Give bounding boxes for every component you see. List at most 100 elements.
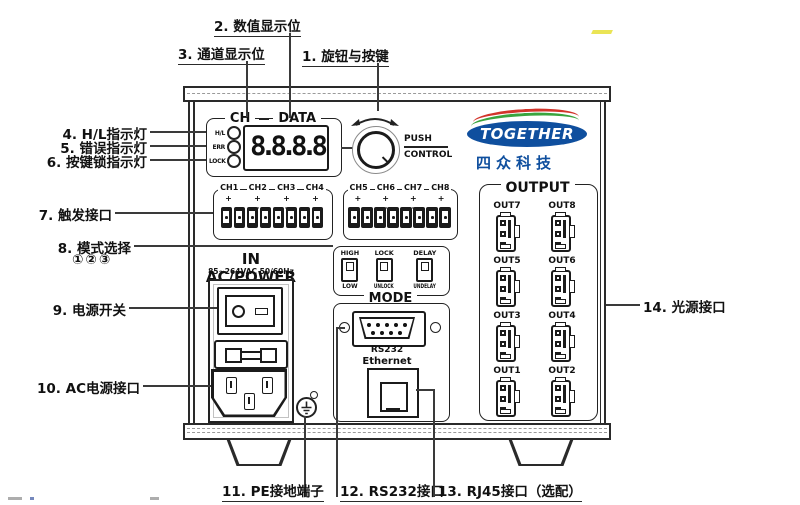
data-label: DATA [273, 111, 322, 126]
panel-right-inner-line [599, 102, 601, 423]
leader-7 [115, 212, 213, 214]
mode-switches: HIGH LOW LOCK UNLOCK DELAY UNDELAY [335, 249, 446, 290]
ac-inlet[interactable] [211, 369, 287, 417]
bottom-bar-dash-2 [187, 432, 607, 433]
port-out5[interactable]: OUT5 [485, 256, 529, 307]
out8-label: OUT8 [548, 201, 576, 211]
ground-symbol-icon [301, 401, 312, 415]
out7-label: OUT7 [493, 201, 521, 211]
rocker-switch-1[interactable] [341, 258, 359, 282]
callout-4: 4. H/L指示灯 [62, 127, 147, 143]
lock-led-label: LOCK [209, 157, 226, 165]
fuse-holder[interactable] [214, 340, 288, 369]
power-module-inner-line [213, 284, 289, 418]
company-name: 四众科技 [476, 154, 557, 172]
hl-led-icon [227, 126, 241, 140]
mode-switch-high-low[interactable]: HIGH LOW [341, 249, 360, 290]
port-out4[interactable]: OUT4 [540, 311, 584, 362]
callout-11: 11. PE接地端子 [222, 480, 324, 502]
logo-oval: TOGETHER [467, 121, 587, 147]
cropped-caption-artifact [150, 497, 159, 500]
trigger-block-2-terminals[interactable] [345, 207, 454, 228]
out5-label: OUT5 [493, 256, 521, 266]
rs232-connector[interactable] [352, 311, 426, 347]
fuse-middle [240, 351, 262, 360]
port-out6[interactable]: OUT6 [540, 256, 584, 307]
err-led-label: ERR [212, 143, 226, 151]
fuse-cap-left [225, 348, 242, 363]
panel-left-inner-line [193, 102, 195, 423]
leader-12-horizontal [337, 327, 345, 329]
cropped-caption-artifact [30, 497, 34, 500]
out2-label: OUT2 [548, 366, 576, 376]
out7-connector-icon [495, 212, 520, 252]
inlet-pin-right [262, 377, 273, 394]
port-out1[interactable]: OUT1 [485, 366, 529, 417]
undelay-label: UNDELAY [413, 283, 437, 290]
leader-12 [336, 327, 338, 497]
leader-13 [433, 389, 435, 497]
rocker-switch-2[interactable] [375, 258, 393, 282]
port-out7[interactable]: OUT7 [485, 201, 529, 252]
err-led-icon [227, 140, 241, 154]
callout-14: 14. 光源接口 [643, 300, 726, 316]
rotate-arrow-icon [351, 118, 399, 126]
inlet-pin-earth [244, 393, 255, 410]
hl-led-label: H/L [214, 129, 225, 137]
port-out8[interactable]: OUT8 [540, 201, 584, 252]
power-switch[interactable] [217, 287, 283, 335]
ch5-label: CH5 [347, 183, 370, 192]
ch6-label: CH6 [374, 183, 397, 192]
leader-4 [150, 131, 206, 133]
port-out3[interactable]: OUT3 [485, 311, 529, 362]
mode-label: MODE [363, 291, 418, 306]
callout-9: 9. 电源开关 [52, 303, 126, 319]
control-label: CONTROL [404, 149, 453, 160]
low-label: LOW [342, 283, 358, 290]
callout-8-sub: ①②③ [72, 252, 113, 268]
display-group-title: CH DATA [206, 111, 340, 126]
callout-10: 10. AC电源接口 [37, 381, 140, 397]
top-bar-dash [187, 93, 607, 94]
leader-8 [134, 245, 333, 247]
lock-label: LOCK [374, 249, 394, 257]
knob-face [356, 130, 395, 169]
leader-3 [246, 61, 248, 117]
leader-14 [606, 304, 640, 306]
bottom-bar-dash-1 [187, 428, 607, 429]
rs232-label: RS232 [370, 345, 404, 355]
display-knob-connector-line [341, 147, 353, 149]
ch8-label: CH8 [429, 183, 452, 192]
power-off-symbol [232, 304, 245, 318]
leader-2 [289, 33, 291, 118]
power-subtitle: 85~264VAC 50/60Hz [208, 267, 294, 276]
high-label: HIGH [340, 249, 360, 257]
out3-label: OUT3 [493, 311, 521, 321]
mode-switch-lock-unlock[interactable]: LOCK UNLOCK [370, 249, 398, 290]
out6-label: OUT6 [548, 256, 576, 266]
port-out2[interactable]: OUT2 [540, 366, 584, 417]
ch-label: CH [224, 111, 256, 126]
push-label: PUSH [404, 134, 432, 144]
mode-title: MODE [333, 287, 448, 306]
out1-connector-icon [495, 377, 520, 417]
rocker-switch-3[interactable] [416, 258, 434, 282]
callout-8: 8. 模式选择 [57, 241, 131, 257]
callout-6: 6. 按键锁指示灯 [46, 155, 147, 171]
push-control-caption: PUSH CONTROL [404, 134, 452, 160]
seven-segment-display: 8.8.8.8 [243, 125, 329, 171]
output-title: OUTPUT [479, 177, 596, 196]
rj45-port[interactable] [367, 368, 419, 418]
trigger-block-1-terminals[interactable] [215, 207, 329, 228]
control-knob[interactable] [352, 126, 400, 174]
ch2-label: CH2 [246, 183, 269, 192]
callout-12: 12. RS232接口 [340, 480, 444, 502]
foot-left [226, 438, 292, 466]
mode-switch-delay-undelay[interactable]: DELAY UNDELAY [409, 249, 440, 290]
pe-ground-terminal[interactable] [296, 397, 317, 418]
out1-label: OUT1 [493, 366, 521, 376]
out6-connector-icon [550, 267, 575, 307]
leader-10 [143, 385, 211, 387]
out4-connector-icon [550, 322, 575, 362]
output-label: OUTPUT [500, 180, 575, 196]
